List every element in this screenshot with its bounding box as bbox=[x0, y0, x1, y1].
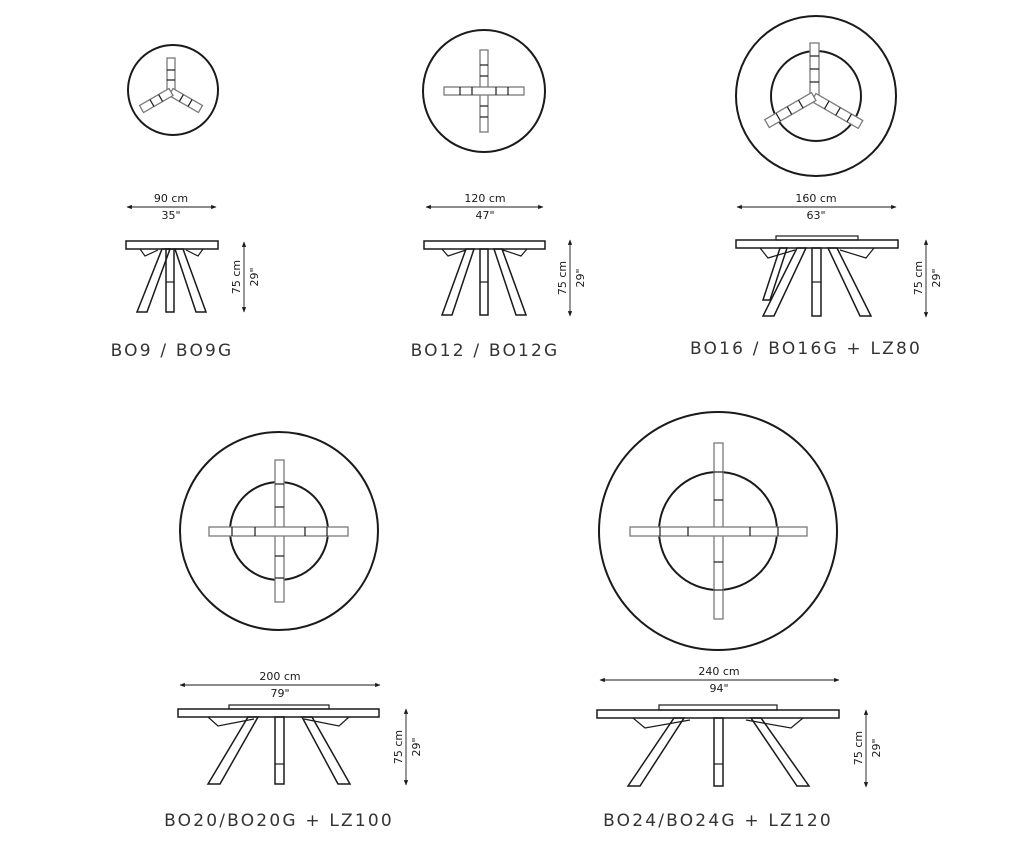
width-in-bo20: 79" bbox=[270, 687, 289, 700]
height-dimension-bo24: 75 cm 29" bbox=[852, 709, 883, 788]
height-dimension-bo16: 75 cm 29" bbox=[912, 239, 943, 318]
width-cm-bo24: 240 cm bbox=[698, 665, 739, 678]
height-cm-bo20: 75 cm bbox=[392, 730, 405, 764]
width-dimension-bo9: 90 cm 35" bbox=[126, 192, 217, 222]
model-name-bo12: BO12 / BO12G bbox=[411, 341, 560, 361]
side-view-bo12 bbox=[423, 240, 546, 316]
width-cm-bo16: 160 cm bbox=[795, 192, 836, 205]
side-view-bo16 bbox=[735, 235, 899, 317]
height-dimension-bo20: 75 cm 29" bbox=[392, 708, 423, 786]
top-view-bo9 bbox=[127, 44, 219, 136]
model-name-bo24: BO24/BO24G + LZ120 bbox=[603, 811, 833, 831]
width-cm-bo20: 200 cm bbox=[259, 670, 300, 683]
table-bo16: 160 cm 63" 75 cm 29" BO16 / BO16G + LZ80 bbox=[690, 15, 943, 359]
width-dimension-bo24: 240 cm 94" bbox=[599, 665, 840, 695]
width-in-bo9: 35" bbox=[161, 209, 180, 222]
table-bo24: 240 cm 94" 75 cm 29" BO24/BO24G + LZ120 bbox=[596, 411, 883, 831]
width-cm-bo9: 90 cm bbox=[154, 192, 188, 205]
height-cm-bo12: 75 cm bbox=[556, 261, 569, 295]
width-in-bo16: 63" bbox=[806, 209, 825, 222]
height-dimension-bo9: 75 cm 29" bbox=[230, 241, 261, 313]
height-in-bo16: 29" bbox=[930, 268, 943, 287]
height-in-bo24: 29" bbox=[870, 738, 883, 757]
height-cm-bo16: 75 cm bbox=[912, 261, 925, 295]
side-view-bo24 bbox=[596, 704, 840, 787]
table-bo9: 90 cm 35" 75 cm 29" BO9 / BO9G bbox=[111, 44, 261, 361]
model-name-bo20: BO20/BO20G + LZ100 bbox=[164, 811, 394, 831]
width-dimension-bo16: 160 cm 63" bbox=[736, 192, 897, 222]
height-cm-bo24: 75 cm bbox=[852, 731, 865, 765]
side-view-bo20 bbox=[177, 704, 380, 785]
model-name-bo9: BO9 / BO9G bbox=[111, 341, 234, 361]
top-view-bo24 bbox=[598, 411, 838, 651]
top-view-bo20 bbox=[179, 431, 379, 631]
width-dimension-bo20: 200 cm 79" bbox=[179, 670, 381, 700]
width-in-bo24: 94" bbox=[709, 682, 728, 695]
height-in-bo9: 29" bbox=[248, 267, 261, 286]
top-view-bo12 bbox=[422, 29, 546, 153]
width-in-bo12: 47" bbox=[475, 209, 494, 222]
height-in-bo20: 29" bbox=[410, 737, 423, 756]
table-bo12: 120 cm 47" 75 cm 29" BO12 / BO12G bbox=[411, 29, 587, 361]
height-dimension-bo12: 75 cm 29" bbox=[556, 239, 587, 317]
height-cm-bo9: 75 cm bbox=[230, 260, 243, 294]
width-dimension-bo12: 120 cm 47" bbox=[425, 192, 544, 222]
height-in-bo12: 29" bbox=[574, 268, 587, 287]
side-view-bo9 bbox=[125, 240, 219, 313]
table-bo20: 200 cm 79" 75 cm 29" BO20/BO20G + LZ100 bbox=[164, 431, 423, 831]
model-name-bo16: BO16 / BO16G + LZ80 bbox=[690, 339, 922, 359]
width-cm-bo12: 120 cm bbox=[464, 192, 505, 205]
top-view-bo16 bbox=[735, 15, 897, 177]
